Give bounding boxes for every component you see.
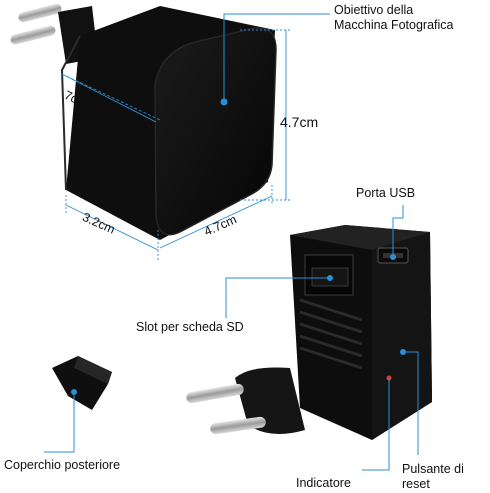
charger-front-view: [10, 3, 277, 240]
sd-slot-label: Slot per scheda SD: [136, 320, 244, 334]
reset-callout-line: [403, 351, 419, 455]
back-plug-base: [235, 367, 305, 434]
plug-pin-bottom: [10, 25, 56, 45]
back-cover-part: [52, 356, 112, 410]
dimension-lines: [61, 29, 290, 262]
reset-label-line2: reset: [402, 477, 430, 491]
back-plug-pin-bottom: [210, 416, 266, 435]
sd-callout-line: [225, 277, 330, 318]
usb-callout-line: [392, 205, 404, 257]
lens-label: Obiettivo della Macchina Fotografica: [334, 3, 454, 33]
lens-label-line2: Macchina Fotografica: [334, 18, 454, 32]
cover-callout-line: [44, 392, 75, 453]
plug-pin-top: [18, 3, 62, 23]
height-dimension: 4.7cm: [280, 114, 319, 130]
usb-port-label: Porta USB: [356, 186, 416, 200]
charger-back-view: [186, 225, 432, 440]
reset-label-line1: Pulsante di: [402, 462, 464, 476]
charger-front-face: [154, 27, 277, 236]
indicator-label: Indicatore: [296, 476, 351, 490]
back-plug-pin-top: [186, 383, 244, 404]
lens-callout-line: [223, 13, 330, 102]
reset-label: Pulsante di reset: [402, 462, 464, 492]
lens-label-line1: Obiettivo della: [334, 3, 414, 17]
indicator-callout-line: [362, 378, 390, 471]
back-cover-label: Coperchio posteriore: [4, 458, 121, 472]
